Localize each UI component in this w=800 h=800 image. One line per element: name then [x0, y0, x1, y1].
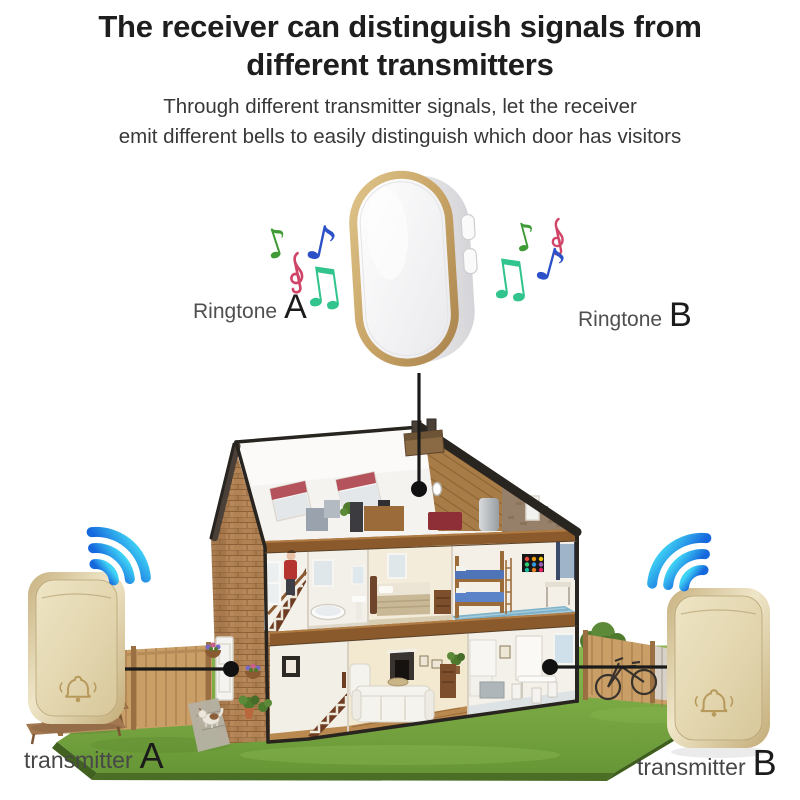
- callout-dot-transmitter-b: [542, 659, 558, 675]
- second-floor-slab: [268, 612, 577, 646]
- kitchen: [469, 633, 575, 704]
- page-title: The receiver can distinguish signals fro…: [0, 8, 800, 84]
- callout-dot-receiver: [411, 481, 427, 497]
- bell-icon: [59, 675, 97, 703]
- attic-floor-slab: [265, 529, 577, 553]
- page-subtitle: Through different transmitter signals, l…: [0, 92, 800, 152]
- treble-clef-icon: [290, 251, 304, 294]
- second-floor: [265, 541, 577, 638]
- receiver-side-button: [460, 214, 476, 241]
- hanging-flower-basket: [205, 642, 221, 658]
- treble-clef-icon: [551, 217, 564, 256]
- subtitle-line-2: emit different bells to easily distingui…: [118, 125, 682, 148]
- transmitter-a-letter: A: [139, 735, 164, 776]
- ringtone-b-label: Ringtone B: [578, 296, 692, 335]
- transmitter-b-text: transmitter: [637, 754, 746, 780]
- mounted-receiver-on-wall: [431, 481, 443, 497]
- beamed-notes-icon: ♫: [479, 243, 537, 314]
- attic-furniture: [306, 500, 462, 532]
- transmitter-a-text: transmitter: [24, 747, 133, 773]
- ringtone-a-text: Ringtone: [193, 300, 278, 323]
- ringtone-b-text: Ringtone: [578, 308, 663, 331]
- receiver-side-button: [462, 247, 478, 275]
- dog: [198, 707, 224, 728]
- kids-room: [452, 542, 577, 625]
- ringtone-b-letter: B: [669, 296, 692, 334]
- title-line-2: different transmitters: [246, 47, 554, 82]
- kids-poster: [524, 556, 544, 573]
- bunk-bed: [455, 551, 512, 618]
- receiver-device: [349, 170, 478, 367]
- person-on-stairs: [284, 550, 297, 595]
- hanging-flower-basket: [245, 663, 261, 679]
- kitchen-island: [479, 681, 505, 699]
- transmitter-b-device: [667, 588, 770, 758]
- sofa-set: [349, 663, 435, 723]
- title-line-1: The receiver can distinguish signals fro…: [98, 9, 702, 44]
- bell-icon: [694, 689, 734, 717]
- subtitle-line-1: Through different transmitter signals, l…: [163, 95, 637, 118]
- receiver-front-face: [357, 178, 451, 359]
- wifi-signal-a-icon: [86, 526, 151, 586]
- living-room: [349, 648, 465, 723]
- lawn-front-edge: [92, 773, 614, 781]
- entry-hall: [282, 656, 348, 738]
- first-floor: [268, 626, 577, 741]
- potted-plants: [238, 695, 272, 719]
- transmitter-a-label: transmitter A: [24, 735, 164, 777]
- transmitter-b-letter: B: [752, 742, 777, 783]
- house-cutaway-illustration: [205, 418, 582, 744]
- ringtone-a-letter: A: [284, 288, 307, 326]
- callout-dot-transmitter-a: [223, 661, 239, 677]
- house-outlines: [209, 422, 582, 744]
- transmitter-b-label: transmitter B: [637, 742, 777, 784]
- skylight-window: [269, 480, 313, 522]
- chimney: [403, 418, 445, 457]
- attic-red-bench: [428, 512, 462, 530]
- wifi-signal-b-icon: [647, 532, 712, 592]
- water-heater-tank: [479, 498, 499, 531]
- wood-console: [440, 664, 456, 698]
- ringtone-a-label: Ringtone A: [193, 288, 307, 327]
- transmitter-a-device: [28, 572, 125, 734]
- callout-annotations: [121, 373, 668, 671]
